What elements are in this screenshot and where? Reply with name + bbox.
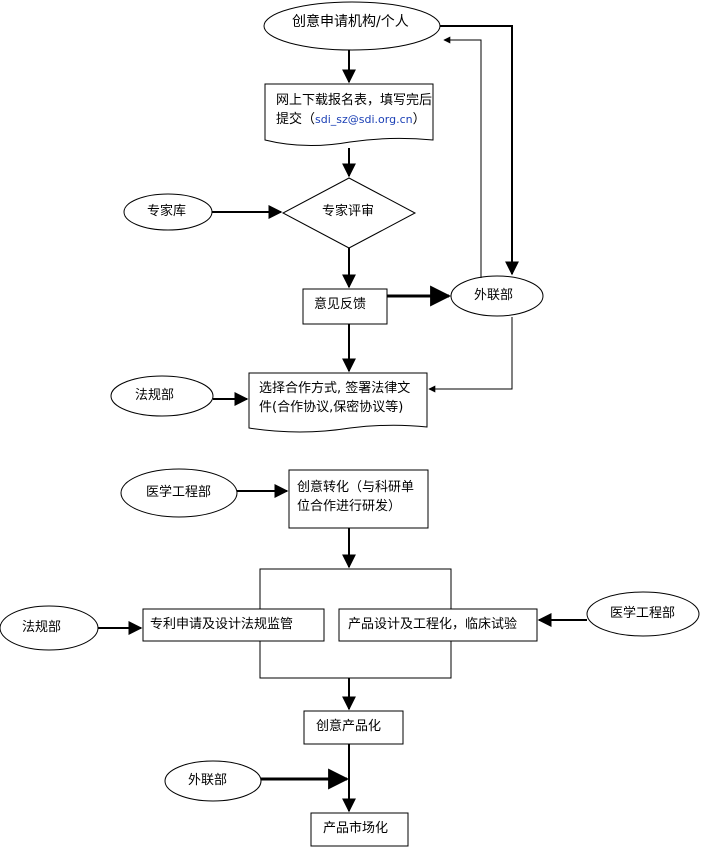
market-box (310, 812, 409, 847)
medeng-left-label: 医学工程部 (146, 485, 212, 500)
legal-top-ellipse (110, 375, 214, 417)
transform-line1-label: 创意转化（与科研单 (297, 480, 415, 495)
download-line1-label: 网上下载报名表，填写完后 (276, 93, 433, 108)
liaison-bottom-ellipse (164, 760, 262, 802)
download-line2: 提交（sdi_sz@sdi.org.cn） (276, 111, 426, 129)
transform-line2-label: 位合作进行研发） (297, 499, 402, 514)
loop-applicant-to-liaison (440, 25, 519, 276)
cooperation-doc-shape (248, 372, 428, 433)
legal-bottom-label: 法规部 (22, 620, 62, 635)
expert-db-label: 专家库 (147, 204, 187, 219)
liaison-top-label: 外联部 (474, 288, 514, 303)
product-design-box (338, 608, 538, 642)
liaison-bottom-label: 外联部 (188, 773, 228, 788)
product-design-label: 产品设计及工程化，临床试验 (348, 617, 518, 632)
feedback-box (302, 288, 388, 325)
download-line2-suffix: ） (412, 112, 426, 127)
loop-liaison-to-cooperation (428, 317, 513, 393)
productize-label: 创意产品化 (316, 719, 382, 734)
medeng-left-ellipse (120, 468, 238, 518)
medeng-right-ellipse (586, 591, 700, 637)
cooperation-line1-label: 选择合作方式, 签署法律文 (259, 381, 411, 396)
expert-review-label: 专家评审 (322, 204, 375, 219)
email-link[interactable]: sdi_sz@sdi.org.cn (315, 113, 413, 126)
download-line2-prefix: 提交（ (276, 112, 316, 127)
patent-label: 专利申请及设计法规监管 (150, 617, 294, 632)
transform-box (288, 469, 429, 529)
applicant-label: 创意申请机构/个人 (292, 14, 409, 30)
legal-top-label: 法规部 (135, 388, 175, 403)
market-label: 产品市场化 (323, 821, 389, 836)
medeng-right-label: 医学工程部 (610, 606, 676, 621)
patent-box (142, 608, 325, 642)
productize-box (303, 710, 404, 745)
loop-liaison-to-applicant (443, 36, 482, 278)
feedback-label: 意见反馈 (314, 297, 367, 312)
cooperation-line2-label: 件(合作协议,保密协议等) (259, 400, 404, 415)
download-doc-shape (264, 83, 434, 147)
